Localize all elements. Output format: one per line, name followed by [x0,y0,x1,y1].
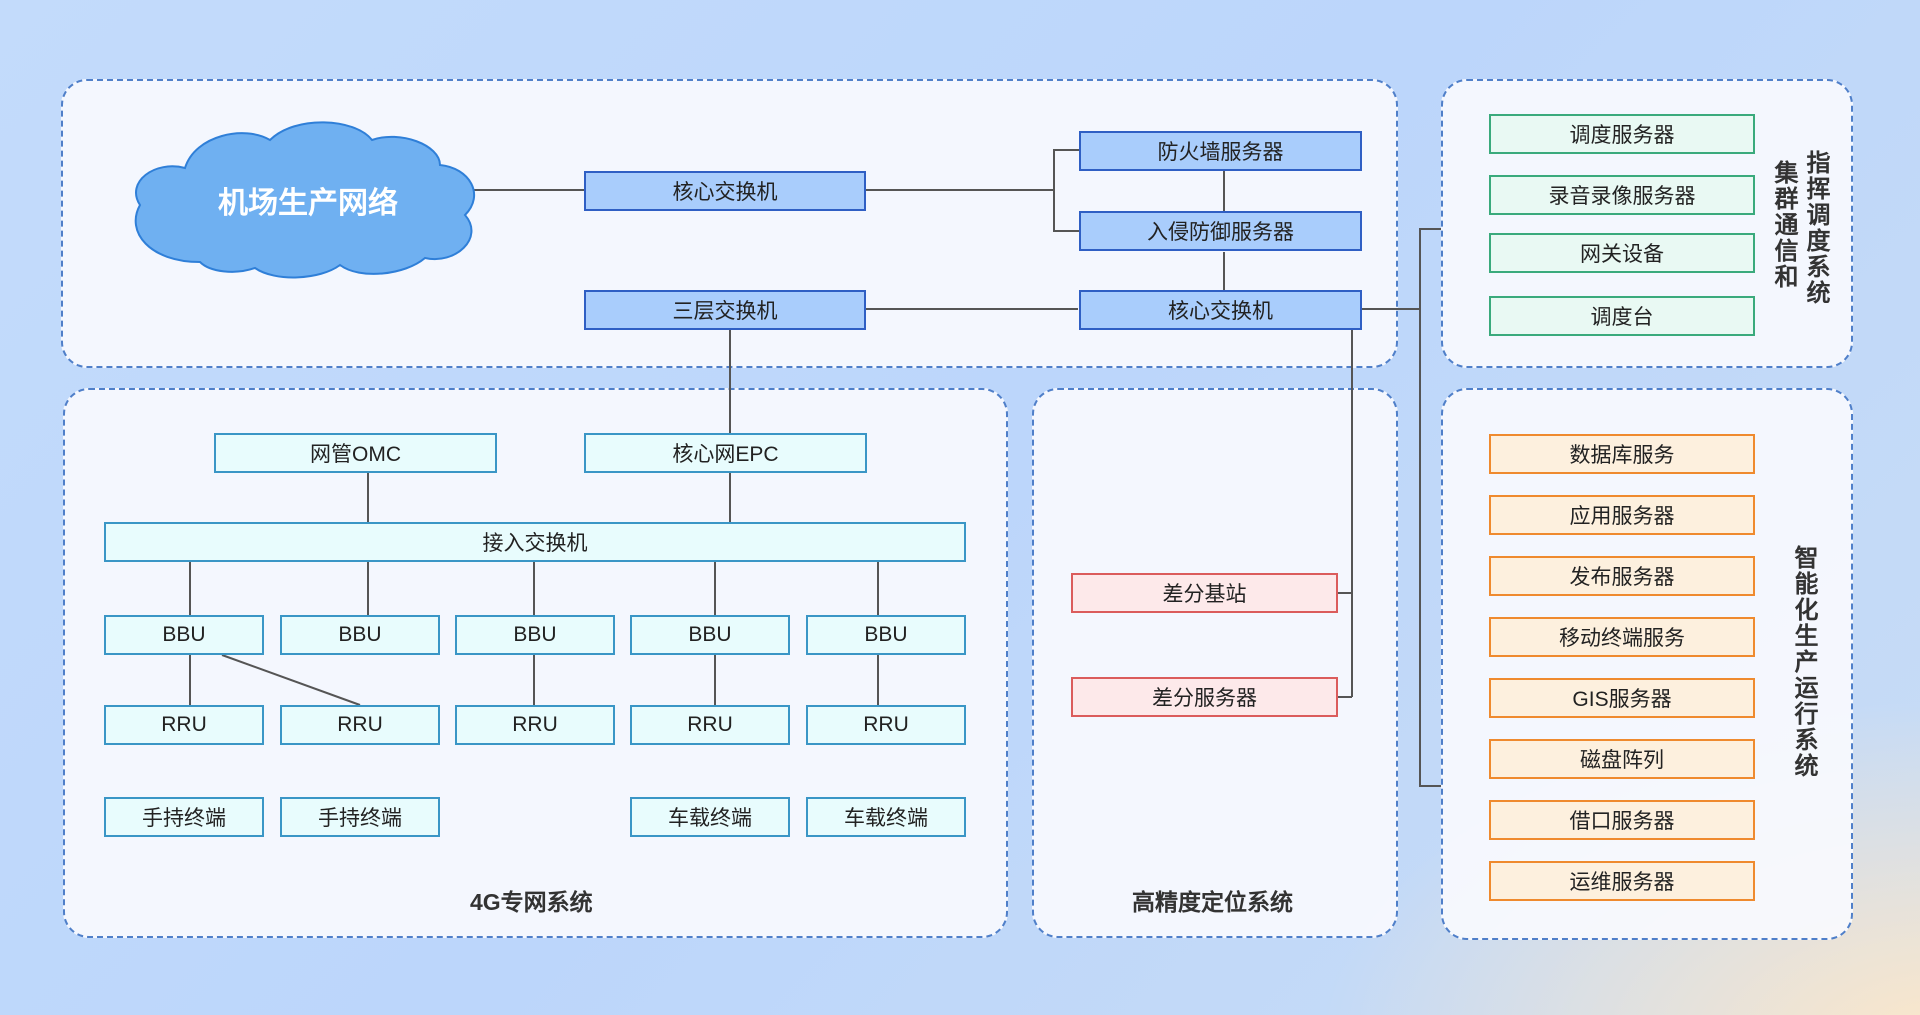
core-switch-right: 核心交换机 [1079,290,1362,330]
database-service: 数据库服务 [1489,434,1755,474]
maintenance-server: 运维服务器 [1489,861,1755,901]
bbu-node: BBU [280,615,440,655]
interface-server: 借口服务器 [1489,800,1755,840]
rru-node: RRU [630,705,790,745]
handheld-terminal: 手持终端 [280,797,440,837]
ops-caption: 智能化生产运行系统 [1790,545,1817,779]
positioning-panel [1032,388,1398,938]
ops-panel [1441,388,1853,940]
bbu-node: BBU [630,615,790,655]
ips-server: 入侵防御服务器 [1079,211,1362,251]
vehicle-terminal: 车载终端 [806,797,966,837]
rru-node: RRU [104,705,264,745]
dispatch-console: 调度台 [1489,296,1755,336]
layer3-switch: 三层交换机 [584,290,866,330]
dispatch-caption-line1: 指挥调度系统 [1802,150,1829,306]
rru-node: RRU [280,705,440,745]
bbu-node: BBU [104,615,264,655]
positioning-caption: 高精度定位系统 [1132,889,1293,915]
gis-server: GIS服务器 [1489,678,1755,718]
access-switch: 接入交换机 [104,522,966,562]
epc-node: 核心网EPC [584,433,867,473]
dispatch-caption-line2: 集群通信和 [1770,160,1797,290]
dispatch-server: 调度服务器 [1489,114,1755,154]
rru-node: RRU [806,705,966,745]
differential-base-station: 差分基站 [1071,573,1338,613]
vehicle-terminal: 车载终端 [630,797,790,837]
handheld-terminal: 手持终端 [104,797,264,837]
lte-panel [63,388,1008,938]
airport-network-cloud-label: 机场生产网络 [218,187,398,220]
lte-caption: 4G专网系统 [470,889,593,915]
bbu-node: BBU [455,615,615,655]
bbu-node: BBU [806,615,966,655]
publish-server: 发布服务器 [1489,556,1755,596]
firewall-server: 防火墙服务器 [1079,131,1362,171]
omc-node: 网管OMC [214,433,497,473]
gateway-device: 网关设备 [1489,233,1755,273]
recording-server: 录音录像服务器 [1489,175,1755,215]
disk-array: 磁盘阵列 [1489,739,1755,779]
rru-node: RRU [455,705,615,745]
differential-server: 差分服务器 [1071,677,1338,717]
cloud-icon [134,121,476,279]
core-switch-left: 核心交换机 [584,171,866,211]
mobile-terminal-service: 移动终端服务 [1489,617,1755,657]
application-server: 应用服务器 [1489,495,1755,535]
